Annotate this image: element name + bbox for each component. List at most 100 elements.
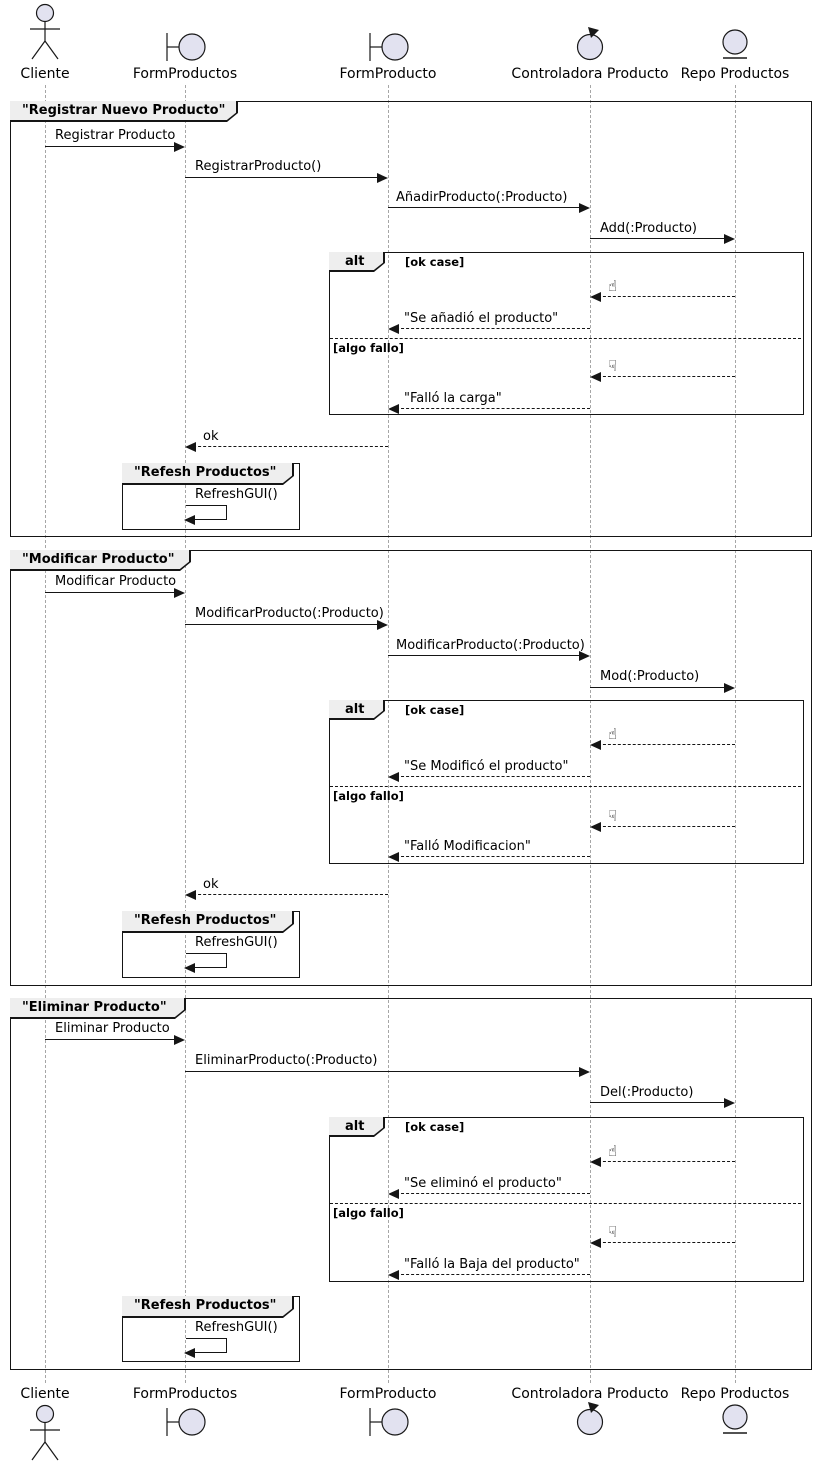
lifeline [735, 85, 736, 1383]
message-arrow [388, 1189, 590, 1199]
message-arrow [590, 740, 735, 750]
message-arrow [590, 822, 735, 832]
message-label: ok [203, 429, 219, 444]
alt-operator-tab: alt [329, 252, 385, 272]
thumbs-down-icon: ☟ [608, 1223, 618, 1241]
message-label: Mod(:Producto) [600, 669, 700, 684]
guard-label: [algo fallo] [333, 1206, 404, 1220]
group-frame-modificar [10, 550, 812, 986]
message-label: "Falló Modificacion" [404, 839, 531, 854]
lifeline [388, 85, 389, 1383]
participant-label: Cliente [20, 1386, 70, 1402]
message-label: RefreshGUI() [195, 935, 278, 950]
message-arrow [388, 1270, 590, 1280]
message-label: Registrar Producto [55, 128, 176, 143]
refresh-group-title-tab: "Refesh Productos" [122, 911, 294, 933]
participant-label: Controladora Producto [511, 66, 669, 82]
thumbs-up-icon: ☝ [608, 725, 618, 743]
participant-label: FormProducto [339, 66, 437, 82]
self-message-arrow [184, 505, 227, 526]
group-title-tab: "Eliminar Producto" [10, 998, 186, 1019]
guard-label: [ok case] [405, 1120, 465, 1134]
alt-operator: alt [345, 254, 365, 269]
thumbs-down-icon: ☟ [608, 357, 618, 375]
message-label: Del(:Producto) [600, 1085, 694, 1100]
thumbs-up-icon: ☝ [608, 277, 618, 295]
lifeline [185, 85, 186, 1383]
self-message-arrow [184, 953, 227, 974]
message-label: "Se eliminó el producto" [404, 1176, 562, 1191]
guard-label: [ok case] [405, 255, 465, 269]
boundary-icon [163, 32, 207, 62]
message-arrow [45, 1035, 185, 1045]
guard-label: [ok case] [405, 703, 465, 717]
message-label: ModificarProducto(:Producto) [195, 606, 384, 621]
refresh-group-title-tab: "Refesh Productos" [122, 1296, 294, 1318]
alt-operator-tab: alt [329, 700, 385, 720]
message-arrow [185, 890, 388, 900]
participant-label: Controladora Producto [511, 1386, 669, 1402]
message-label: Eliminar Producto [55, 1021, 170, 1036]
message-arrow [388, 324, 590, 334]
message-arrow [185, 173, 388, 183]
entity-icon [720, 1404, 750, 1438]
thumbs-down-icon: ☟ [608, 807, 618, 825]
message-arrow [590, 1238, 735, 1248]
message-arrow [388, 203, 590, 213]
refresh-group-title: "Refesh Productos" [134, 465, 277, 480]
participant-label: FormProducto [339, 1386, 437, 1402]
alt-frame [329, 252, 804, 415]
boundary-icon [366, 1407, 410, 1437]
message-label: "Falló la Baja del producto" [404, 1257, 580, 1272]
message-label: Modificar Producto [55, 574, 177, 589]
message-arrow [388, 772, 590, 782]
message-label: AñadirProducto(:Producto) [396, 190, 568, 205]
actor-icon [27, 1404, 63, 1462]
guard-label: [algo fallo] [333, 789, 404, 803]
boundary-icon [366, 32, 410, 62]
participant-label: Repo Productos [680, 66, 790, 82]
message-arrow [45, 588, 185, 598]
message-label: Add(:Producto) [600, 221, 698, 236]
self-message-arrow [184, 1338, 227, 1359]
message-arrow [185, 442, 388, 452]
boundary-icon [163, 1407, 207, 1437]
message-arrow [388, 651, 590, 661]
message-arrow [590, 1157, 735, 1167]
refresh-group-title: "Refesh Productos" [134, 1298, 277, 1313]
control-icon [575, 27, 605, 61]
control-icon [575, 1402, 605, 1436]
message-arrow [185, 1067, 590, 1077]
message-label: "Se añadió el producto" [404, 311, 559, 326]
group-frame-registrar [10, 101, 812, 537]
message-label: ok [203, 877, 219, 892]
message-arrow [590, 292, 735, 302]
message-arrow [45, 142, 185, 152]
alt-operator-tab: alt [329, 1117, 385, 1137]
message-arrow [590, 1098, 735, 1108]
lifeline [45, 85, 46, 1383]
group-title: "Eliminar Producto" [22, 1000, 167, 1015]
message-label: "Se Modificó el producto" [404, 759, 569, 774]
alt-divider [330, 786, 801, 787]
group-title-tab: "Registrar Nuevo Producto" [10, 101, 238, 122]
participant-label: FormProductos [132, 1386, 238, 1402]
guard-label: [algo fallo] [333, 341, 404, 355]
alt-operator: alt [345, 1119, 365, 1134]
message-arrow [388, 852, 590, 862]
message-arrow [590, 683, 735, 693]
alt-divider [330, 338, 801, 339]
participant-label: FormProductos [132, 66, 238, 82]
alt-frame [329, 1117, 804, 1282]
thumbs-up-icon: ☝ [608, 1142, 618, 1160]
message-arrow [590, 234, 735, 244]
message-arrow [590, 372, 735, 382]
group-title: "Registrar Nuevo Producto" [22, 103, 226, 118]
message-label: RefreshGUI() [195, 1320, 278, 1335]
participant-label: Repo Productos [680, 1386, 790, 1402]
message-label: ModificarProducto(:Producto) [396, 638, 585, 653]
alt-operator: alt [345, 702, 365, 717]
refresh-group-title: "Refesh Productos" [134, 913, 277, 928]
message-arrow [388, 404, 590, 414]
